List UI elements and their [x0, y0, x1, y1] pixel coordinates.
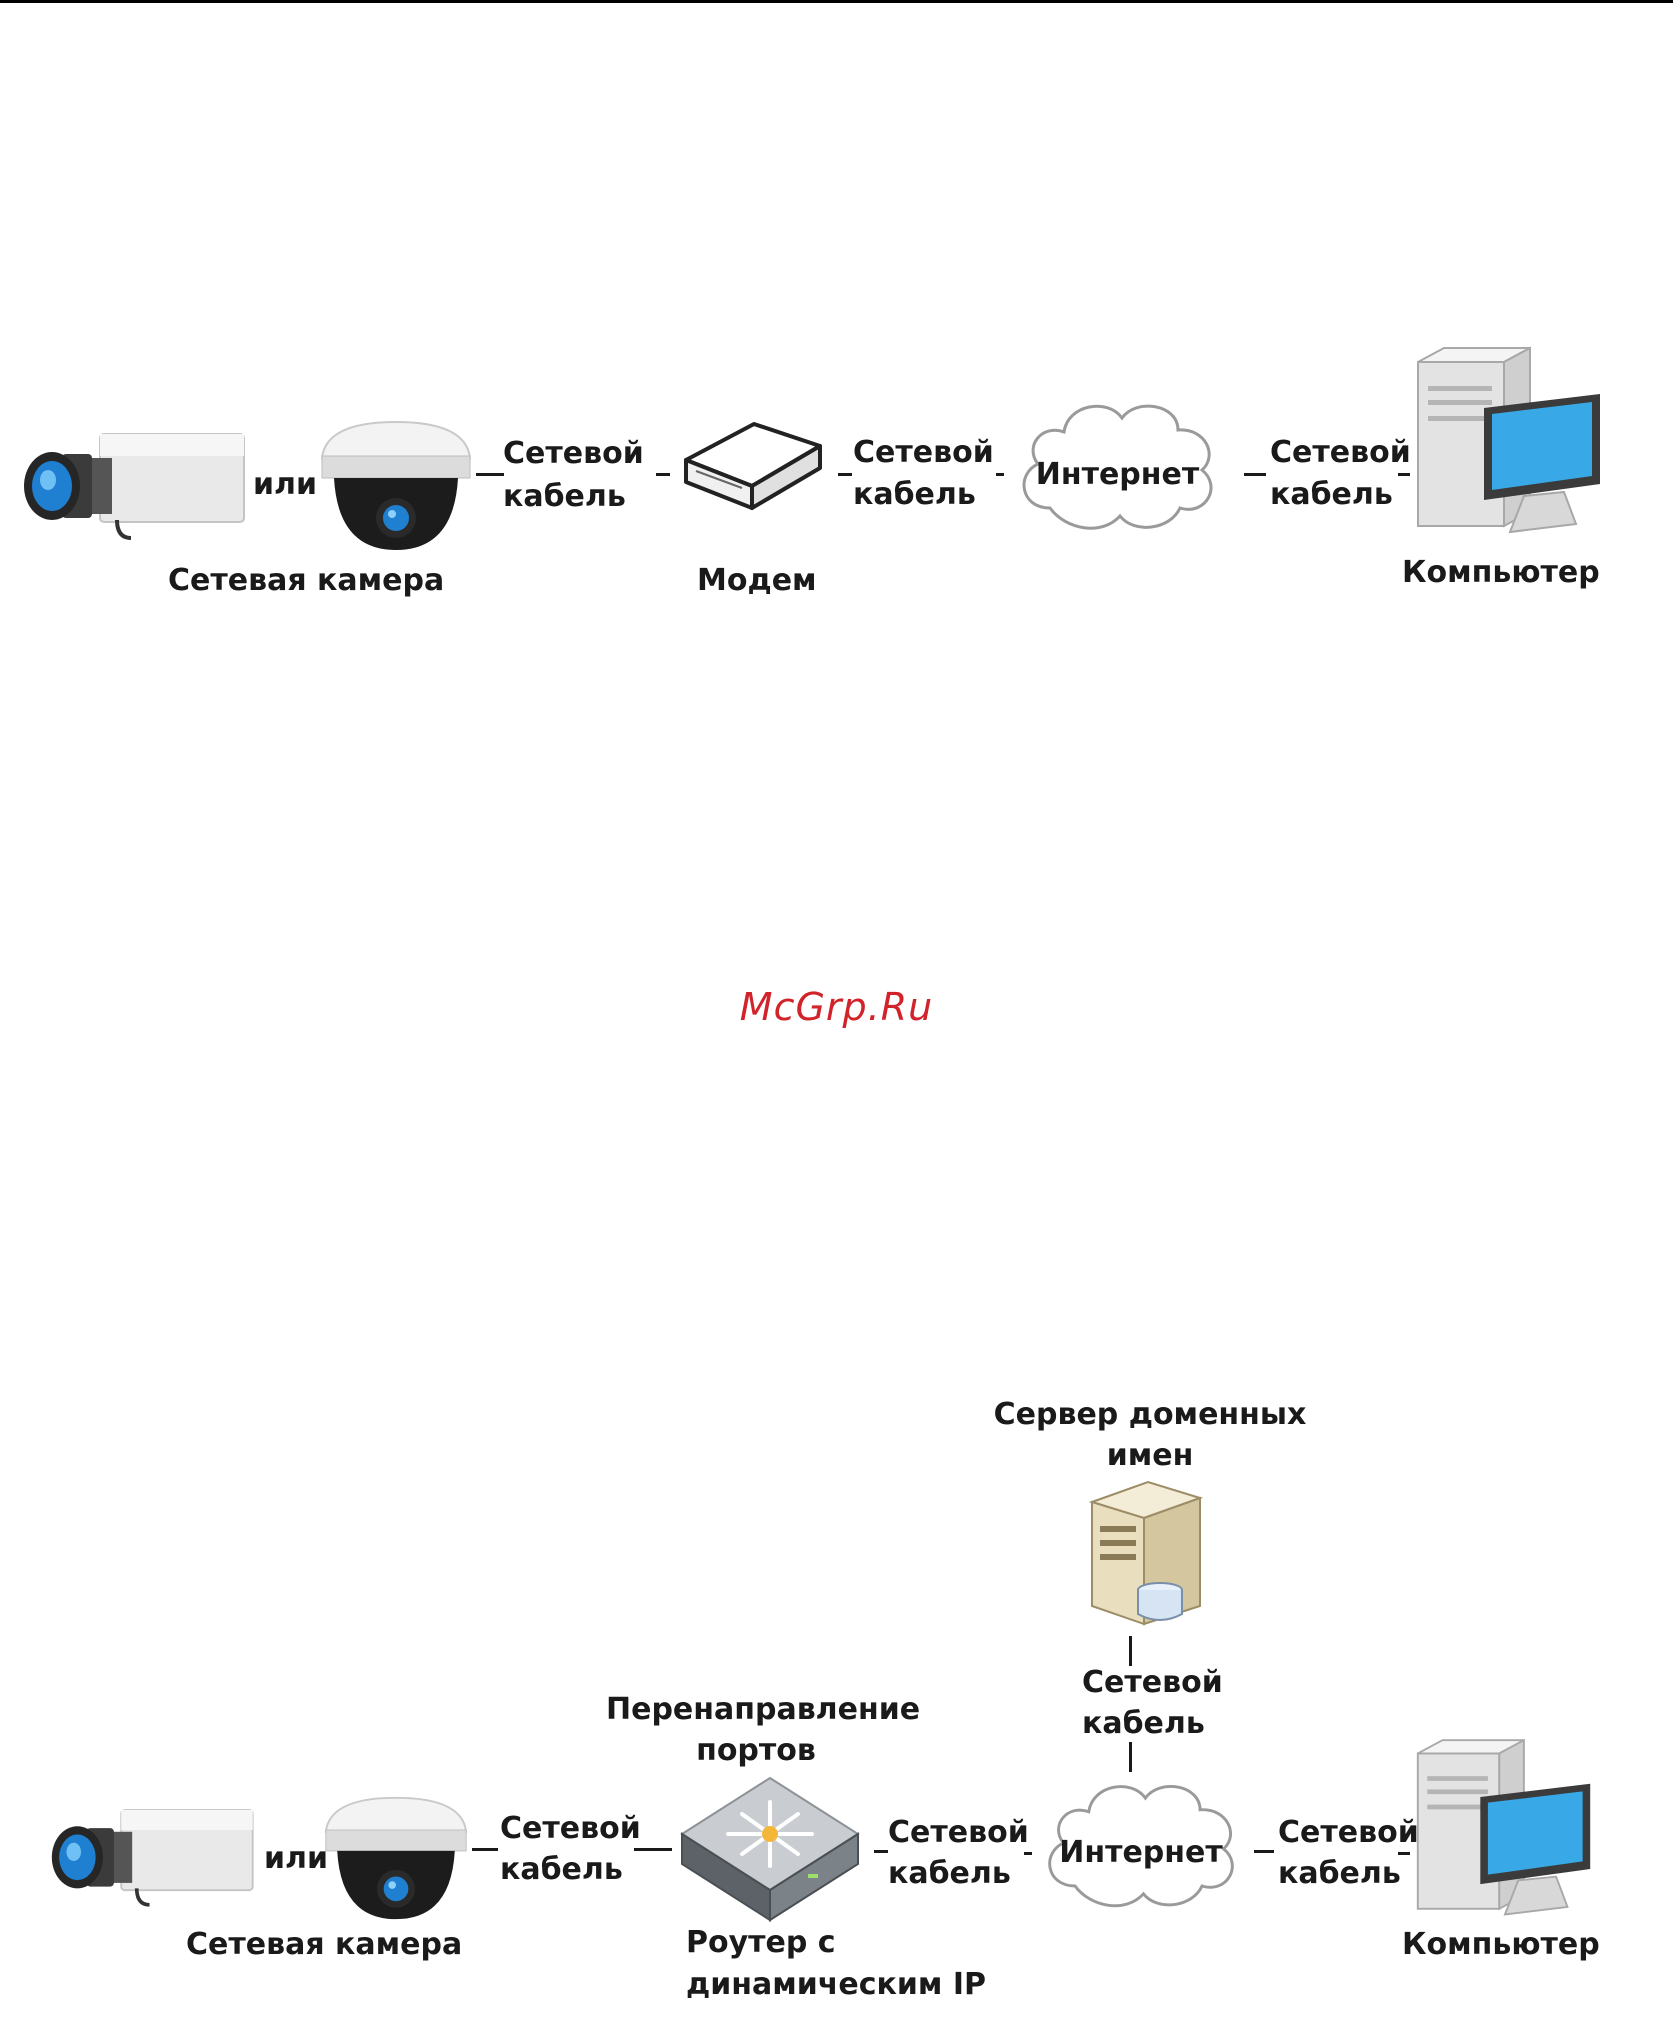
dome-camera-icon: [320, 1794, 472, 1922]
router-label-line2: динамическим IP: [686, 1964, 986, 2006]
cable-line: [1398, 473, 1410, 476]
cable-label-line1: Сетевой: [503, 433, 644, 475]
computer-label: Компьютер: [1402, 1924, 1600, 1966]
top-border: [0, 0, 1673, 3]
or-label: или: [253, 464, 317, 506]
cable-label-line1: Сетевой: [1082, 1662, 1223, 1704]
internet-label: Интернет: [1036, 1832, 1246, 1874]
cable-label-line2: кабель: [1082, 1703, 1205, 1745]
port-forwarding-label-line2: портов: [606, 1730, 906, 1772]
cable-label-line1: Сетевой: [1270, 432, 1411, 474]
cable-label-line2: кабель: [1270, 474, 1393, 516]
cable-label-line1: Сетевой: [500, 1808, 641, 1850]
cable-line-vertical: [1129, 1742, 1132, 1772]
router-icon: [678, 1774, 863, 1924]
computer-icon: [1414, 1738, 1594, 1928]
cable-line: [476, 473, 504, 476]
cable-line: [1024, 1852, 1032, 1855]
cable-label-line1: Сетевой: [853, 432, 994, 474]
cable-line: [1254, 1850, 1274, 1853]
or-label: или: [264, 1838, 328, 1880]
cable-label-line2: кабель: [503, 476, 626, 518]
dns-server-label-line2: имен: [980, 1435, 1320, 1477]
server-icon: [1088, 1478, 1208, 1628]
cable-label-line1: Сетевой: [888, 1812, 1029, 1854]
dome-camera-icon: [316, 418, 476, 553]
cable-label-line2: кабель: [888, 1853, 1011, 1895]
cable-line: [656, 473, 670, 476]
modem-icon: [678, 416, 828, 516]
port-forwarding-label-line1: Перенаправление: [606, 1689, 906, 1731]
camera-label: Сетевая камера: [186, 1924, 462, 1966]
cable-line: [996, 473, 1004, 476]
cable-label-line1: Сетевой: [1278, 1812, 1419, 1854]
cable-label-line2: кабель: [500, 1849, 623, 1891]
cable-line: [874, 1850, 888, 1853]
box-camera-icon: [50, 1806, 260, 1916]
router-label-line1: Роутер с: [686, 1922, 836, 1964]
computer-label: Компьютер: [1402, 552, 1600, 594]
watermark: McGrp.Ru: [0, 985, 1673, 1029]
cable-label-line2: кабель: [853, 474, 976, 516]
cable-label-line2: кабель: [1278, 1853, 1401, 1895]
internet-label: Интернет: [1010, 454, 1225, 496]
cable-line: [838, 473, 852, 476]
cable-line: [472, 1848, 498, 1851]
modem-label: Модем: [697, 560, 817, 602]
cable-line: [1244, 473, 1266, 476]
dns-server-label-line1: Сервер доменных: [980, 1394, 1320, 1436]
computer-icon: [1414, 346, 1604, 546]
cable-line: [634, 1848, 672, 1851]
camera-label: Сетевая камера: [168, 560, 444, 602]
box-camera-icon: [22, 430, 252, 550]
cable-line: [1398, 1852, 1410, 1855]
